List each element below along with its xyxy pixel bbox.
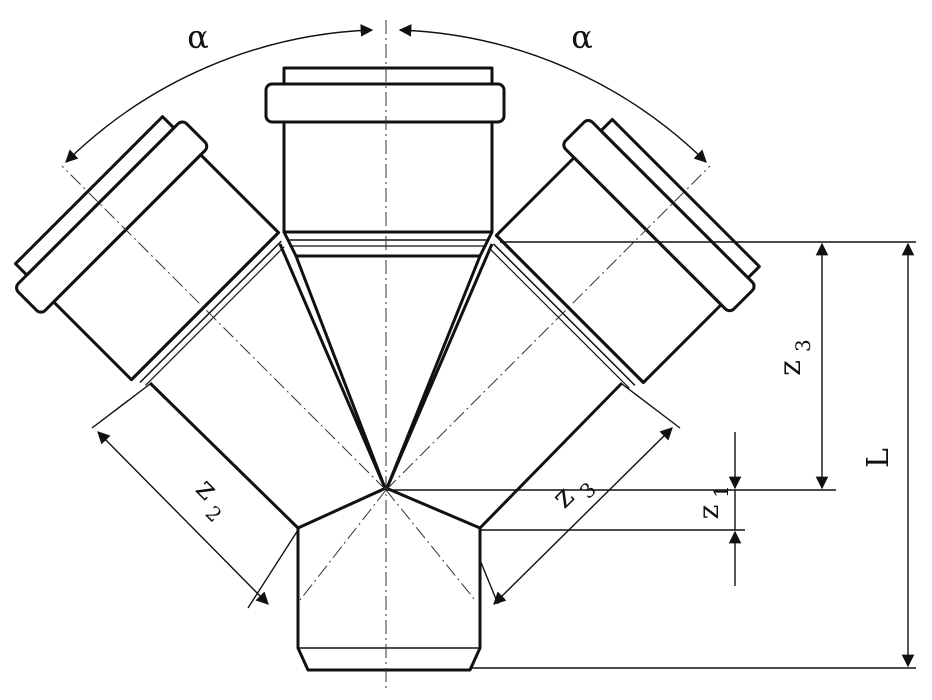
alpha-left-label: α [187,18,209,56]
bottom-spigot [296,528,482,672]
z1-label: z 1 [692,485,733,519]
svg-text:L: L [861,448,896,468]
svg-text:2: 2 [201,501,227,527]
svg-text:1: 1 [709,485,733,498]
top-socket-ring [264,82,506,124]
right-branch [490,117,761,389]
left-socket-ring [15,120,209,314]
top-neck [282,231,494,258]
svg-text:z: z [773,360,808,376]
z2-diagonal-label: z 2 [189,471,227,527]
left-branch [13,115,285,386]
dimension-lines [65,24,916,669]
L-label: L [861,448,896,468]
svg-text:z: z [692,505,725,520]
alpha-right-label: α [571,18,593,56]
z3-vertical-label: z 3 [773,339,815,376]
svg-text:3: 3 [791,339,815,352]
right-socket-lip [599,117,761,280]
right-socket-ring [562,119,756,313]
top-socket-body [282,120,494,234]
centre-lines [61,20,711,690]
z3-diagonal-label: z 3 [545,477,601,515]
top-socket-lip [282,66,494,86]
left-socket-lip [13,115,176,277]
top-branch [264,66,506,258]
